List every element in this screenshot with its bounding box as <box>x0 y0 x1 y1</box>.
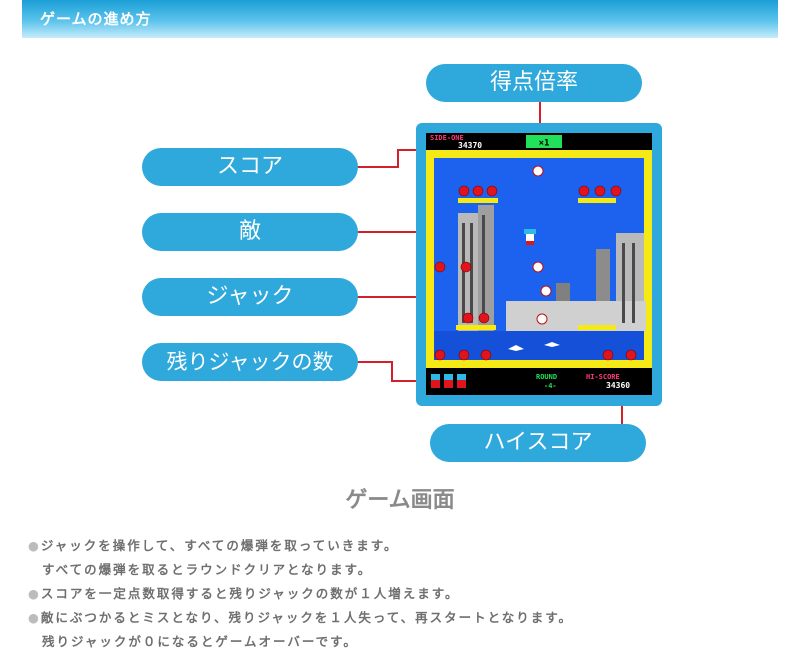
score-value: 34370 <box>458 141 482 150</box>
description-line-1: ●ジャックを操作して、すべての爆弾を取っていきます。 <box>28 538 399 553</box>
label-enemy: 敵 <box>142 213 358 251</box>
description-line-2: すべての爆弾を取るとラウンドクリアとなります。 <box>42 562 373 577</box>
multiplier-box <box>526 135 562 148</box>
description-line-4: ●敵にぶつかるとミスとなり、残りジャックを１人失って、再スタートとなります。 <box>28 610 574 625</box>
round-value: -4- <box>544 382 557 390</box>
bullet-icon: ● <box>28 538 41 553</box>
screen-caption: ゲーム画面 <box>345 488 455 513</box>
label-jack: ジャック <box>142 278 358 316</box>
bullet-icon: ● <box>28 586 41 601</box>
hiscore-value: 34360 <box>606 381 630 390</box>
description-line-3: ●スコアを一定点数取得すると残りジャックの数が１人増えます。 <box>28 586 460 601</box>
line-lives <box>357 361 430 382</box>
side-one-label: SIDE-ONE <box>430 134 464 142</box>
label-lives: 残りジャックの数 <box>142 343 358 381</box>
game-screen-frame: SIDE-ONE 34370 ×1 <box>416 123 662 406</box>
game-scene: SIDE-ONE 34370 ×1 <box>426 133 652 395</box>
label-hiscore: ハイスコア <box>430 424 646 462</box>
section-title: ゲームの進め方 <box>40 10 152 28</box>
hiscore-label: HI-SCORE <box>586 373 620 381</box>
jack-sprite <box>524 229 536 245</box>
bullet-icon: ● <box>28 610 41 625</box>
description-line-5: 残りジャックが０になるとゲームオーバーです。 <box>42 634 358 649</box>
section-header: ゲームの進め方 <box>22 0 778 38</box>
label-multiplier: 得点倍率 <box>426 64 642 102</box>
label-score: スコア <box>142 148 358 186</box>
game-screen: SIDE-ONE 34370 ×1 <box>426 133 652 395</box>
round-label: ROUND <box>536 373 557 381</box>
multiplier-value: ×1 <box>539 139 550 149</box>
